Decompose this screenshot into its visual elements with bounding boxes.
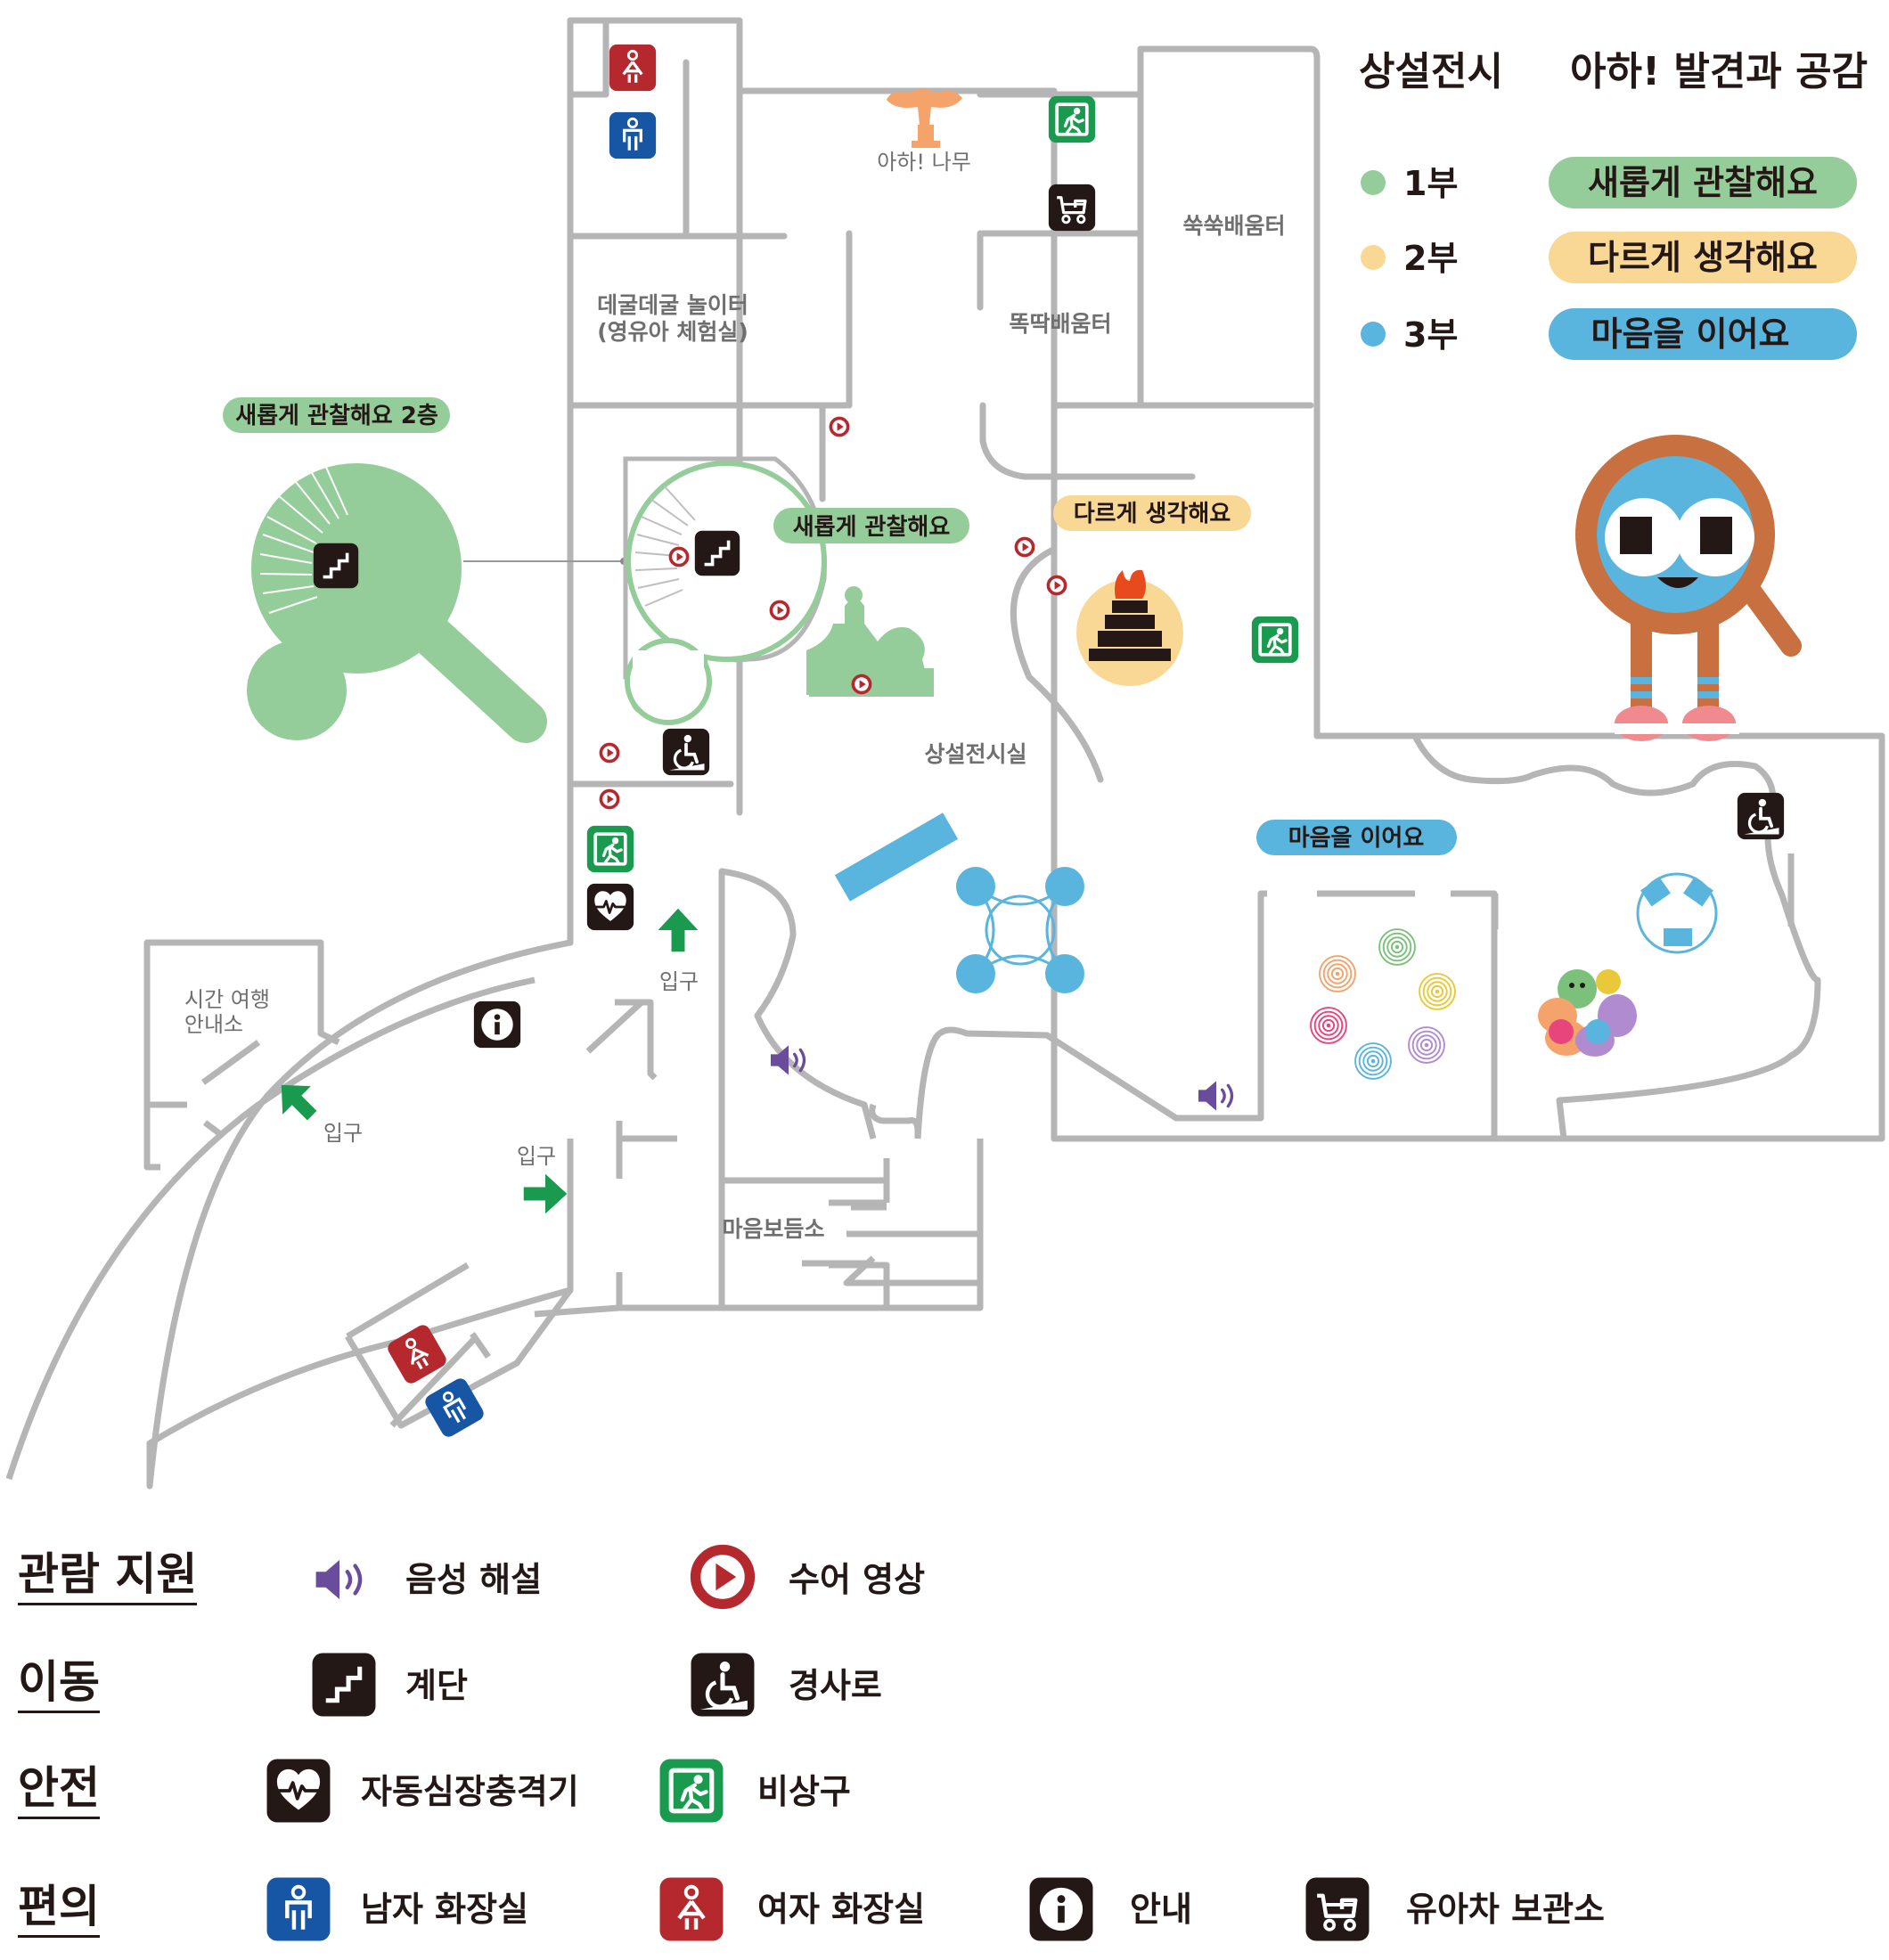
emergency-exit-icon (1047, 94, 1097, 144)
room-time-travel-line1: 시간 여행 (184, 987, 270, 1012)
legend-label-stroller-storage: 유아차 보관소 (1406, 1890, 1605, 1929)
zone-tag-observe-bg (773, 508, 969, 543)
legend-label-sign-video: 수어 영상 (789, 1560, 926, 1599)
legend-category-convenience: 편의 (18, 1878, 100, 1938)
room-ttokttak: 똑딱배움터 (1009, 311, 1111, 337)
room-maeum-care: 마음보듬소 (722, 1216, 824, 1242)
zone-tag-connect-bg (1256, 820, 1457, 855)
emergency-exit-icon (1250, 615, 1300, 665)
room-ssukssuk: 쑥쑥배움터 (1182, 213, 1285, 239)
zone-tag-think: 다르게 생각해요 (1074, 501, 1231, 527)
part-3-dot (1361, 322, 1386, 347)
room-degul-line2: (영유아 체험실) (597, 319, 748, 345)
speaker-icon (1197, 1079, 1234, 1113)
part-1-zone: 새롭게 관찰해요 (1588, 163, 1818, 202)
sign-language-play-icon (769, 600, 790, 621)
aed-icon (585, 882, 635, 932)
sign-language-play-icon (689, 1543, 756, 1611)
legend-label-audio-guide: 음성 해설 (405, 1560, 543, 1599)
zone-tag-connect: 마음을 이어요 (1288, 825, 1425, 852)
aha-tree-illustration (887, 89, 962, 148)
legend-label-stairs: 계단 (405, 1666, 468, 1705)
legend-label-aed: 자동심장충격기 (361, 1772, 579, 1811)
zone-tag-observe-2f: 새롭게 관찰해요 2층 (235, 403, 438, 429)
building-walls (146, 17, 1885, 1490)
men-restroom-icon (265, 1875, 332, 1943)
sign-language-play-icon (851, 674, 872, 695)
exhibition-hall-walls (718, 734, 1821, 1139)
part-2-dot (1361, 245, 1386, 270)
legend-label-women-restroom: 여자 화장실 (757, 1890, 926, 1929)
room-main-hall: 상설전시실 (924, 741, 1026, 767)
legend-label-information: 안내 (1130, 1890, 1192, 1929)
zone-observe-spiral (623, 456, 934, 725)
stairs-icon-1f (693, 529, 741, 577)
entrance-arrow-right-icon (523, 1173, 568, 1214)
room-aha-tree: 아하! 나무 (877, 150, 971, 175)
zone-tag-observe: 새롭게 관찰해요 (793, 514, 951, 541)
part-1-dot (1361, 170, 1386, 195)
zone-tags: 새롭게 관찰해요 2층 새롭게 관찰해요 다르게 생각해요 마음을 이어요 (223, 397, 1457, 855)
legend-label-ramp: 경사로 (789, 1666, 882, 1705)
entrances: 입구 입구 입구 (267, 908, 699, 1214)
zone-tag-think-bg (1053, 495, 1251, 531)
stairs-icon-2f (312, 542, 360, 590)
ramp-icon (661, 727, 711, 777)
zone-tag-observe-2f-bg (223, 397, 450, 433)
legend-category-viewing-support: 관람 지원 (18, 1546, 198, 1605)
aed-icon (265, 1757, 332, 1825)
legend-category-safety: 안전 (18, 1760, 100, 1819)
entrance-label-west: 입구 (323, 1121, 363, 1146)
speaker-icon (310, 1550, 369, 1609)
header-title: 상설전시 (1359, 49, 1503, 94)
room-labels: 아하! 나무 데굴데굴 놀이터 (영유아 체험실) 쑥쑥배움터 똑딱배움터 상설… (184, 150, 1286, 1242)
information-icon (473, 1000, 521, 1049)
room-time-travel-line2: 안내소 (184, 1012, 243, 1037)
sign-language-play-icon (1046, 575, 1067, 596)
women-restroom-icon (658, 1875, 725, 1943)
emergency-exit-icon (658, 1757, 725, 1825)
header-subtitle: 아하! 발견과 공감 (1570, 49, 1868, 94)
part-2-zone: 다르게 생각해요 (1588, 238, 1818, 277)
ramp-icon (1736, 791, 1786, 841)
part-2-label: 2부 (1403, 239, 1458, 278)
zone-think-exhibit (1076, 569, 1183, 686)
ramp-icon (689, 1651, 756, 1719)
entrance-label-north: 입구 (659, 969, 699, 994)
sign-language-play-icon (668, 546, 690, 568)
emergency-exit-icon (585, 824, 635, 874)
part-3-label: 3부 (1403, 315, 1458, 355)
information-icon (1027, 1875, 1095, 1943)
women-restroom-icon (608, 43, 658, 93)
men-restroom-icon (608, 110, 658, 160)
legend-label-emergency-exit: 비상구 (757, 1772, 851, 1811)
stairs-icon (310, 1651, 378, 1719)
exhibition-parts-legend: 상설전시 아하! 발견과 공감 1부 새롭게 관찰해요 2부 다르게 생각해요 … (1359, 49, 1868, 360)
entrance-arrow-up-icon (658, 908, 699, 952)
legend-label-men-restroom: 남자 화장실 (361, 1890, 529, 1929)
character-cluster-illustration (1538, 969, 1637, 1057)
legend-category-movement: 이동 (18, 1654, 100, 1713)
part-3-zone: 마음을 이어요 (1591, 314, 1790, 354)
sign-language-play-icon (599, 788, 620, 810)
part-1-label: 1부 (1403, 164, 1458, 203)
sign-language-play-icon (829, 416, 850, 437)
magnifier-mascot-illustration (1575, 435, 1802, 741)
zone-connect-exhibits (834, 813, 1718, 1080)
stroller-storage-icon (1304, 1875, 1371, 1943)
room-degul-line1: 데굴데굴 놀이터 (597, 292, 748, 318)
stroller-storage-icon (1047, 183, 1097, 233)
zone-observe-2f-magnifier (247, 462, 627, 743)
sign-language-play-icon (1014, 536, 1035, 558)
entrance-label-south: 입구 (517, 1144, 556, 1169)
sign-language-play-icon (599, 742, 620, 764)
